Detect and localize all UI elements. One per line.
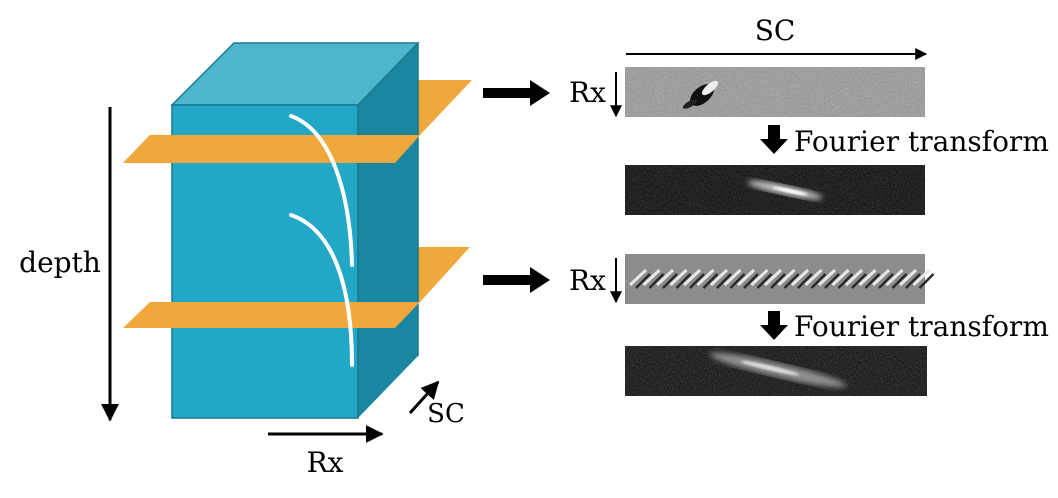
speckle-stripe [635,273,651,289]
speckle-stripe [851,273,867,289]
fourier-label-top: Fourier transform [794,125,1049,158]
speckle-stripe [831,268,850,287]
speckle-stripe [655,268,675,287]
speckle-stripe [824,273,840,289]
speckle-stripe [709,268,729,287]
top-plane-front [123,135,420,163]
speckle-stripe [817,268,837,287]
sc-label-panel: SC [755,14,796,47]
speckle-stripe [864,273,881,289]
speckle-stripe [844,268,864,287]
fourier-label-bottom: Fourier transform [794,310,1049,343]
speckle-stripe [783,273,800,289]
bottom-spectrum-image [625,346,927,396]
upper-curve [289,114,354,267]
speckle-stripe [642,268,661,287]
speckle-stripe [878,273,894,289]
top-spectrum-image [625,165,925,215]
lower-curve [289,213,354,367]
speckle-stripe [756,273,773,289]
speckle-stripe [750,268,769,287]
speckle-stripe [689,273,705,289]
cube-side-face [358,43,418,418]
top-speckle-image [625,67,925,117]
speckle-stripe [837,273,854,289]
speckle-stripe [675,273,692,289]
speckle-stripe [858,268,877,287]
bottom-plane-front [123,302,420,328]
bottom-speckle-image [625,254,935,304]
speckle-stripe [723,268,742,287]
speckle-stripe [696,268,715,287]
speckle-stripe [912,268,931,287]
rx-label-panel-bottom: Rx [569,264,606,297]
speckle-stripe [729,273,746,289]
speckle-stripe [669,268,688,287]
speckle-stripe [891,273,908,289]
speckle-stripe [918,273,935,289]
speckle-stripe [628,268,648,287]
slice-arrow-bottom [483,267,550,293]
sc-label-cube: SC [427,399,465,429]
speckle-stripe [898,268,918,287]
speckle-stripe [716,273,732,289]
speckle-stripe [736,268,756,287]
speckle-stripe [804,268,823,287]
speckle-stripe [810,273,827,289]
fourier-arrow-top [760,125,788,154]
speckle-stripe [682,268,702,287]
speckle-stripe [770,273,786,289]
speckle-stripe [777,268,796,287]
rx-label-cube: Rx [307,446,344,479]
speckle-stripe [885,268,904,287]
speckle-stripe [797,273,813,289]
depth-label: depth [19,246,101,279]
sc-arrow-cube [408,380,440,415]
slice-arrow-top [483,80,550,106]
fourier-arrow-bottom [760,311,788,340]
speckle-stripe [871,268,891,287]
speckle-stripe [702,273,719,289]
rx-label-panel-top: Rx [569,76,606,109]
volume-cube [123,42,472,419]
speckle-stripe [905,273,921,289]
speckle-stripe [763,268,783,287]
speckle-stripe [662,273,678,289]
speckle-stripe [743,273,759,289]
speckle-stripe [648,273,665,289]
speckle-stripe [790,268,810,287]
